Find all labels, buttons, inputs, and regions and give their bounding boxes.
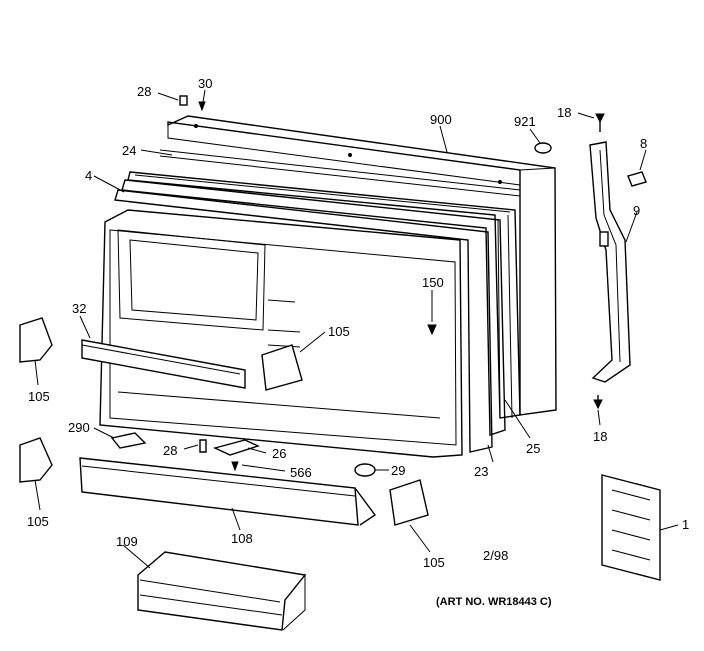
label-900: 900 bbox=[430, 112, 452, 127]
plug-921 bbox=[534, 142, 552, 154]
label-105-b: 105 bbox=[27, 514, 49, 529]
label-109: 109 bbox=[116, 534, 138, 549]
clip-8 bbox=[627, 171, 647, 187]
label-566: 566 bbox=[290, 465, 312, 480]
inner-door-liner bbox=[99, 209, 463, 458]
leader-lines bbox=[34, 89, 679, 569]
part-labels: 28 30 900 921 18 8 24 4 9 150 32 105 105… bbox=[27, 76, 689, 570]
label-28: 28 bbox=[137, 84, 151, 99]
label-29: 29 bbox=[391, 463, 405, 478]
label-4: 4 bbox=[85, 168, 92, 183]
label-24: 24 bbox=[122, 143, 136, 158]
screw-150 bbox=[427, 324, 437, 336]
label-105-a: 105 bbox=[28, 389, 50, 404]
date-code: 2/98 bbox=[483, 548, 508, 563]
screw-28b bbox=[199, 439, 207, 453]
door-handle-9 bbox=[589, 141, 631, 383]
label-8: 8 bbox=[640, 136, 647, 151]
label-150: 150 bbox=[422, 275, 444, 290]
label-1: 1 bbox=[682, 517, 689, 532]
label-32: 32 bbox=[72, 301, 86, 316]
label-25: 25 bbox=[526, 441, 540, 456]
label-921: 921 bbox=[514, 114, 536, 129]
shelf-supports-105 bbox=[19, 317, 429, 526]
outer-door-panel bbox=[167, 115, 557, 416]
label-26: 26 bbox=[272, 446, 286, 461]
gasket-frames bbox=[114, 149, 521, 453]
label-30: 30 bbox=[198, 76, 212, 91]
label-18-top: 18 bbox=[557, 105, 571, 120]
manual-1 bbox=[601, 474, 661, 581]
screw-566 bbox=[231, 461, 239, 472]
plate-26 bbox=[212, 439, 260, 456]
label-108: 108 bbox=[231, 531, 253, 546]
label-23: 23 bbox=[474, 464, 488, 479]
shelf-bin-32 bbox=[81, 339, 246, 389]
art-number: (ART NO. WR18443 C) bbox=[436, 596, 552, 608]
label-18-bottom: 18 bbox=[593, 429, 607, 444]
shelf-bin-108 bbox=[79, 457, 377, 526]
label-28-b: 28 bbox=[163, 443, 177, 458]
small-parts-28-30 bbox=[179, 95, 206, 112]
basket-109 bbox=[137, 551, 307, 631]
cap-29 bbox=[354, 463, 376, 477]
screws-18 bbox=[593, 113, 605, 410]
label-105-d: 105 bbox=[423, 555, 445, 570]
label-9: 9 bbox=[633, 203, 640, 218]
label-105-c: 105 bbox=[328, 324, 350, 339]
block-290 bbox=[110, 432, 147, 449]
label-290: 290 bbox=[68, 420, 90, 435]
